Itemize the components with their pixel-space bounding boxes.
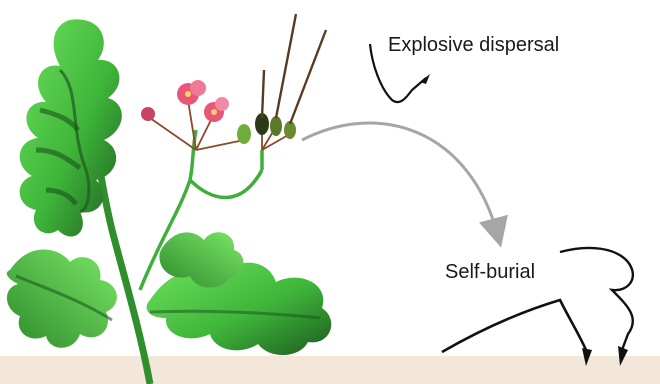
label-self-burial: Self-burial	[445, 262, 535, 282]
seed-buds	[237, 113, 296, 144]
burying-seed-awn-icon	[442, 300, 586, 352]
fern-leaf-lower-right	[147, 232, 332, 355]
label-explosive-dispersal: Explosive dispersal	[388, 35, 559, 55]
curved-arrow-icon	[302, 123, 498, 236]
burying-seed-coiled-icon	[560, 248, 633, 350]
pink-flowers	[141, 80, 229, 122]
seed-tip-explosive	[420, 74, 430, 84]
soil-band	[0, 356, 660, 384]
beak-awns	[262, 14, 326, 124]
fern-leaf-lower-left	[7, 250, 117, 348]
